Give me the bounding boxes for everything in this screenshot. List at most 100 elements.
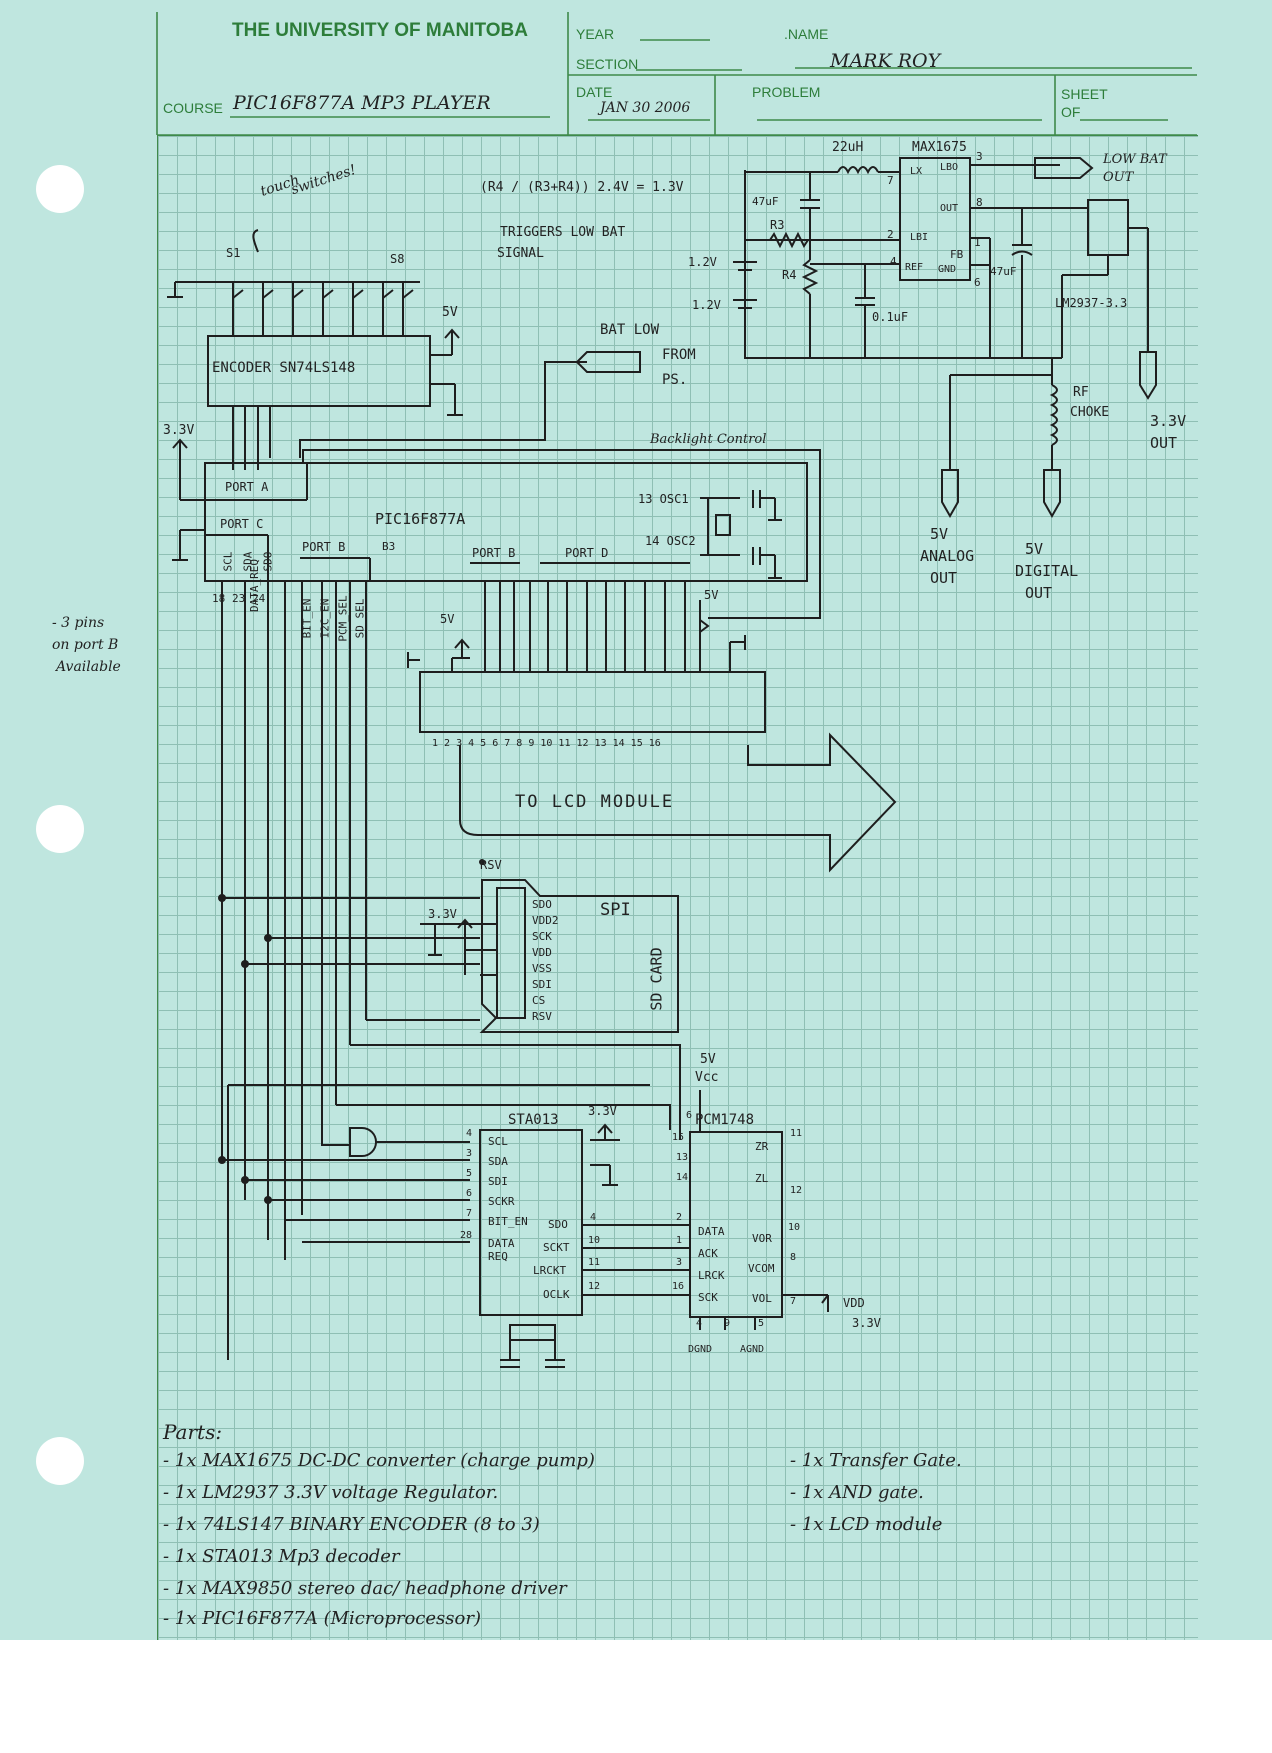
pcm-pin-3: 3 [676,1257,683,1268]
backlight-label: Backlight Control [650,432,767,447]
pcm1748-label: PCM1748 [695,1112,755,1128]
binder-hole-top [36,165,84,213]
bat-low-label-1: BAT LOW [600,322,660,338]
sd-pin-cs: CS [532,994,546,1007]
sta-scl-label: SCL [488,1135,508,1148]
pcm-agnd-label: AGND [740,1344,765,1355]
date-value: JAN 30 2006 [600,100,691,116]
max-pin-1-label: 1 [974,236,981,249]
signal-bus [218,581,681,1360]
parts-title: Parts: [163,1420,223,1444]
battery-1v2-a-label: 1.2V [688,255,717,269]
rf-choke-label-2: CHOKE [1070,405,1110,420]
pcm-pin-1: 1 [676,1235,683,1246]
parts-left-1: - 1x MAX1675 DC-DC converter (charge pum… [163,1450,595,1471]
max-pin-4-label: 4 [890,255,897,268]
pin-18-label: 18 [212,592,226,605]
pcm-pin-4-bottom: 4 [696,1318,703,1329]
course-value: PIC16F877A MP3 PLAYER [233,92,491,114]
pcm-sck-label: SCK [698,1291,718,1304]
pcm-ack-label: ACK [698,1247,718,1260]
pot-5v-label: 5V [704,588,719,602]
port-a-label: PORT A [225,480,269,494]
sd-pin-vdd2: VDD2 [532,914,559,927]
sta-pin-3: 3 [466,1148,473,1159]
sta-req-label: REQ [488,1250,508,1263]
out-3v3-label-2: OUT [1150,434,1178,452]
max-pin-6-label: 6 [974,276,981,289]
binder-hole-middle [36,805,84,853]
sta-pin-7: 7 [466,1208,473,1219]
problem-label: PROBLEM [752,84,821,100]
pcm-pin-5-bottom: 5 [758,1318,765,1329]
pcm-vol-label: VOL [752,1292,772,1305]
b3-label: B3 [382,540,396,553]
triggers-label-2: SIGNAL [497,246,544,261]
lm2937-label: LM2937-3.3 [1055,296,1128,310]
year-label: YEAR [576,26,615,42]
port-b-right-label: PORT B [472,546,516,560]
gnd-pin-label: GND [938,264,957,275]
of-label: OF [1061,104,1081,120]
sd-3v3-label: 3.3V [428,907,457,921]
encoder-chip [207,328,463,470]
sd-pin-rsv: RSV [532,1010,552,1023]
analog-out-label-3: OUT [930,569,958,587]
pcm-lrck-label: LRCK [698,1269,725,1282]
pcm-vdd-voltage: 3.3V [852,1316,881,1330]
pcm-zr-label: ZR [755,1140,769,1153]
pcm-pin-9-bottom: 9 [724,1318,731,1329]
inductor-label: 22uH [832,140,864,155]
lcd-connector [407,581,897,873]
parts-right-1: - 1x Transfer Gate. [790,1450,962,1471]
analog-out-label-2: ANALOG [920,547,975,565]
sta-out-pin-4: 4 [590,1212,597,1223]
sta-lrckt-label: LRCKT [533,1264,567,1277]
switch-s8-label: S8 [390,252,405,266]
digital-out-label-2: DIGITAL [1015,562,1079,580]
lbo-pin-label: LBO [940,162,959,173]
sd-pin-vdd: VDD [532,946,552,959]
sta-sdi-label: SDI [488,1175,508,1188]
pcm-pin-8: 8 [790,1252,797,1263]
sheet-label: SHEET [1061,86,1108,102]
sta-sda-label: SDA [488,1155,508,1168]
lcd-5v-label: 5V [440,612,455,626]
grid-area [157,135,1198,1640]
bat-low-label-2: FROM [662,347,696,363]
pcm-5v-label: 5V [700,1052,716,1067]
sta-3v3-label: 3.3V [588,1104,617,1118]
parts-left-2: - 1x LM2937 3.3V voltage Regulator. [163,1482,499,1503]
pcm-pin-10: 10 [788,1222,801,1233]
spi-label: SPI [600,900,631,920]
graph-paper-sheet: THE UNIVERSITY OF MANITOBA YEAR .NAME MA… [0,0,1272,1640]
max-pin-2-label: 2 [887,228,894,241]
port-d-label: PORT D [565,546,609,560]
sd-pin-sdo: SDO [532,898,552,911]
pcm-pin-15: 15 [672,1132,685,1143]
sta-data-label: DATA [488,1237,515,1250]
sta013-label: STA013 [508,1112,559,1128]
name-label: .NAME [784,26,829,42]
margin-note-line2: on port B [52,637,119,653]
sd-card [420,859,679,1033]
low-bat-formula: (R4 / (R3+R4)) 2.4V = 1.3V [480,180,684,195]
sta-out-pin-12: 12 [588,1281,601,1292]
analog-out-label-1: 5V [930,525,949,543]
low-bat-out-label-1: LOW BAT [1103,152,1167,167]
pcm-pin-12: 12 [790,1185,803,1196]
encoder-label: ENCODER SN74LS148 [212,360,356,376]
out-3v3-label-1: 3.3V [1150,412,1187,430]
sta013-chip [479,1123,690,1368]
osc2-label: 14 OSC2 [645,534,696,548]
i2c-en-signal: I2C_EN [318,598,332,639]
pcm-vcom-label: VCOM [748,1262,775,1275]
rf-choke-label-1: RF [1073,385,1089,400]
parts-right-3: - 1x LCD module [790,1514,943,1535]
data-req-signal: DATA_REQ [248,559,261,612]
sd-sel-signal: SD_SEL [353,598,367,639]
sta-sckt-label: SCKT [543,1241,570,1254]
cap-47uf-left-label: 47uF [752,195,779,208]
pcm-pin-7: 7 [790,1296,797,1307]
power-supply [733,157,1157,519]
